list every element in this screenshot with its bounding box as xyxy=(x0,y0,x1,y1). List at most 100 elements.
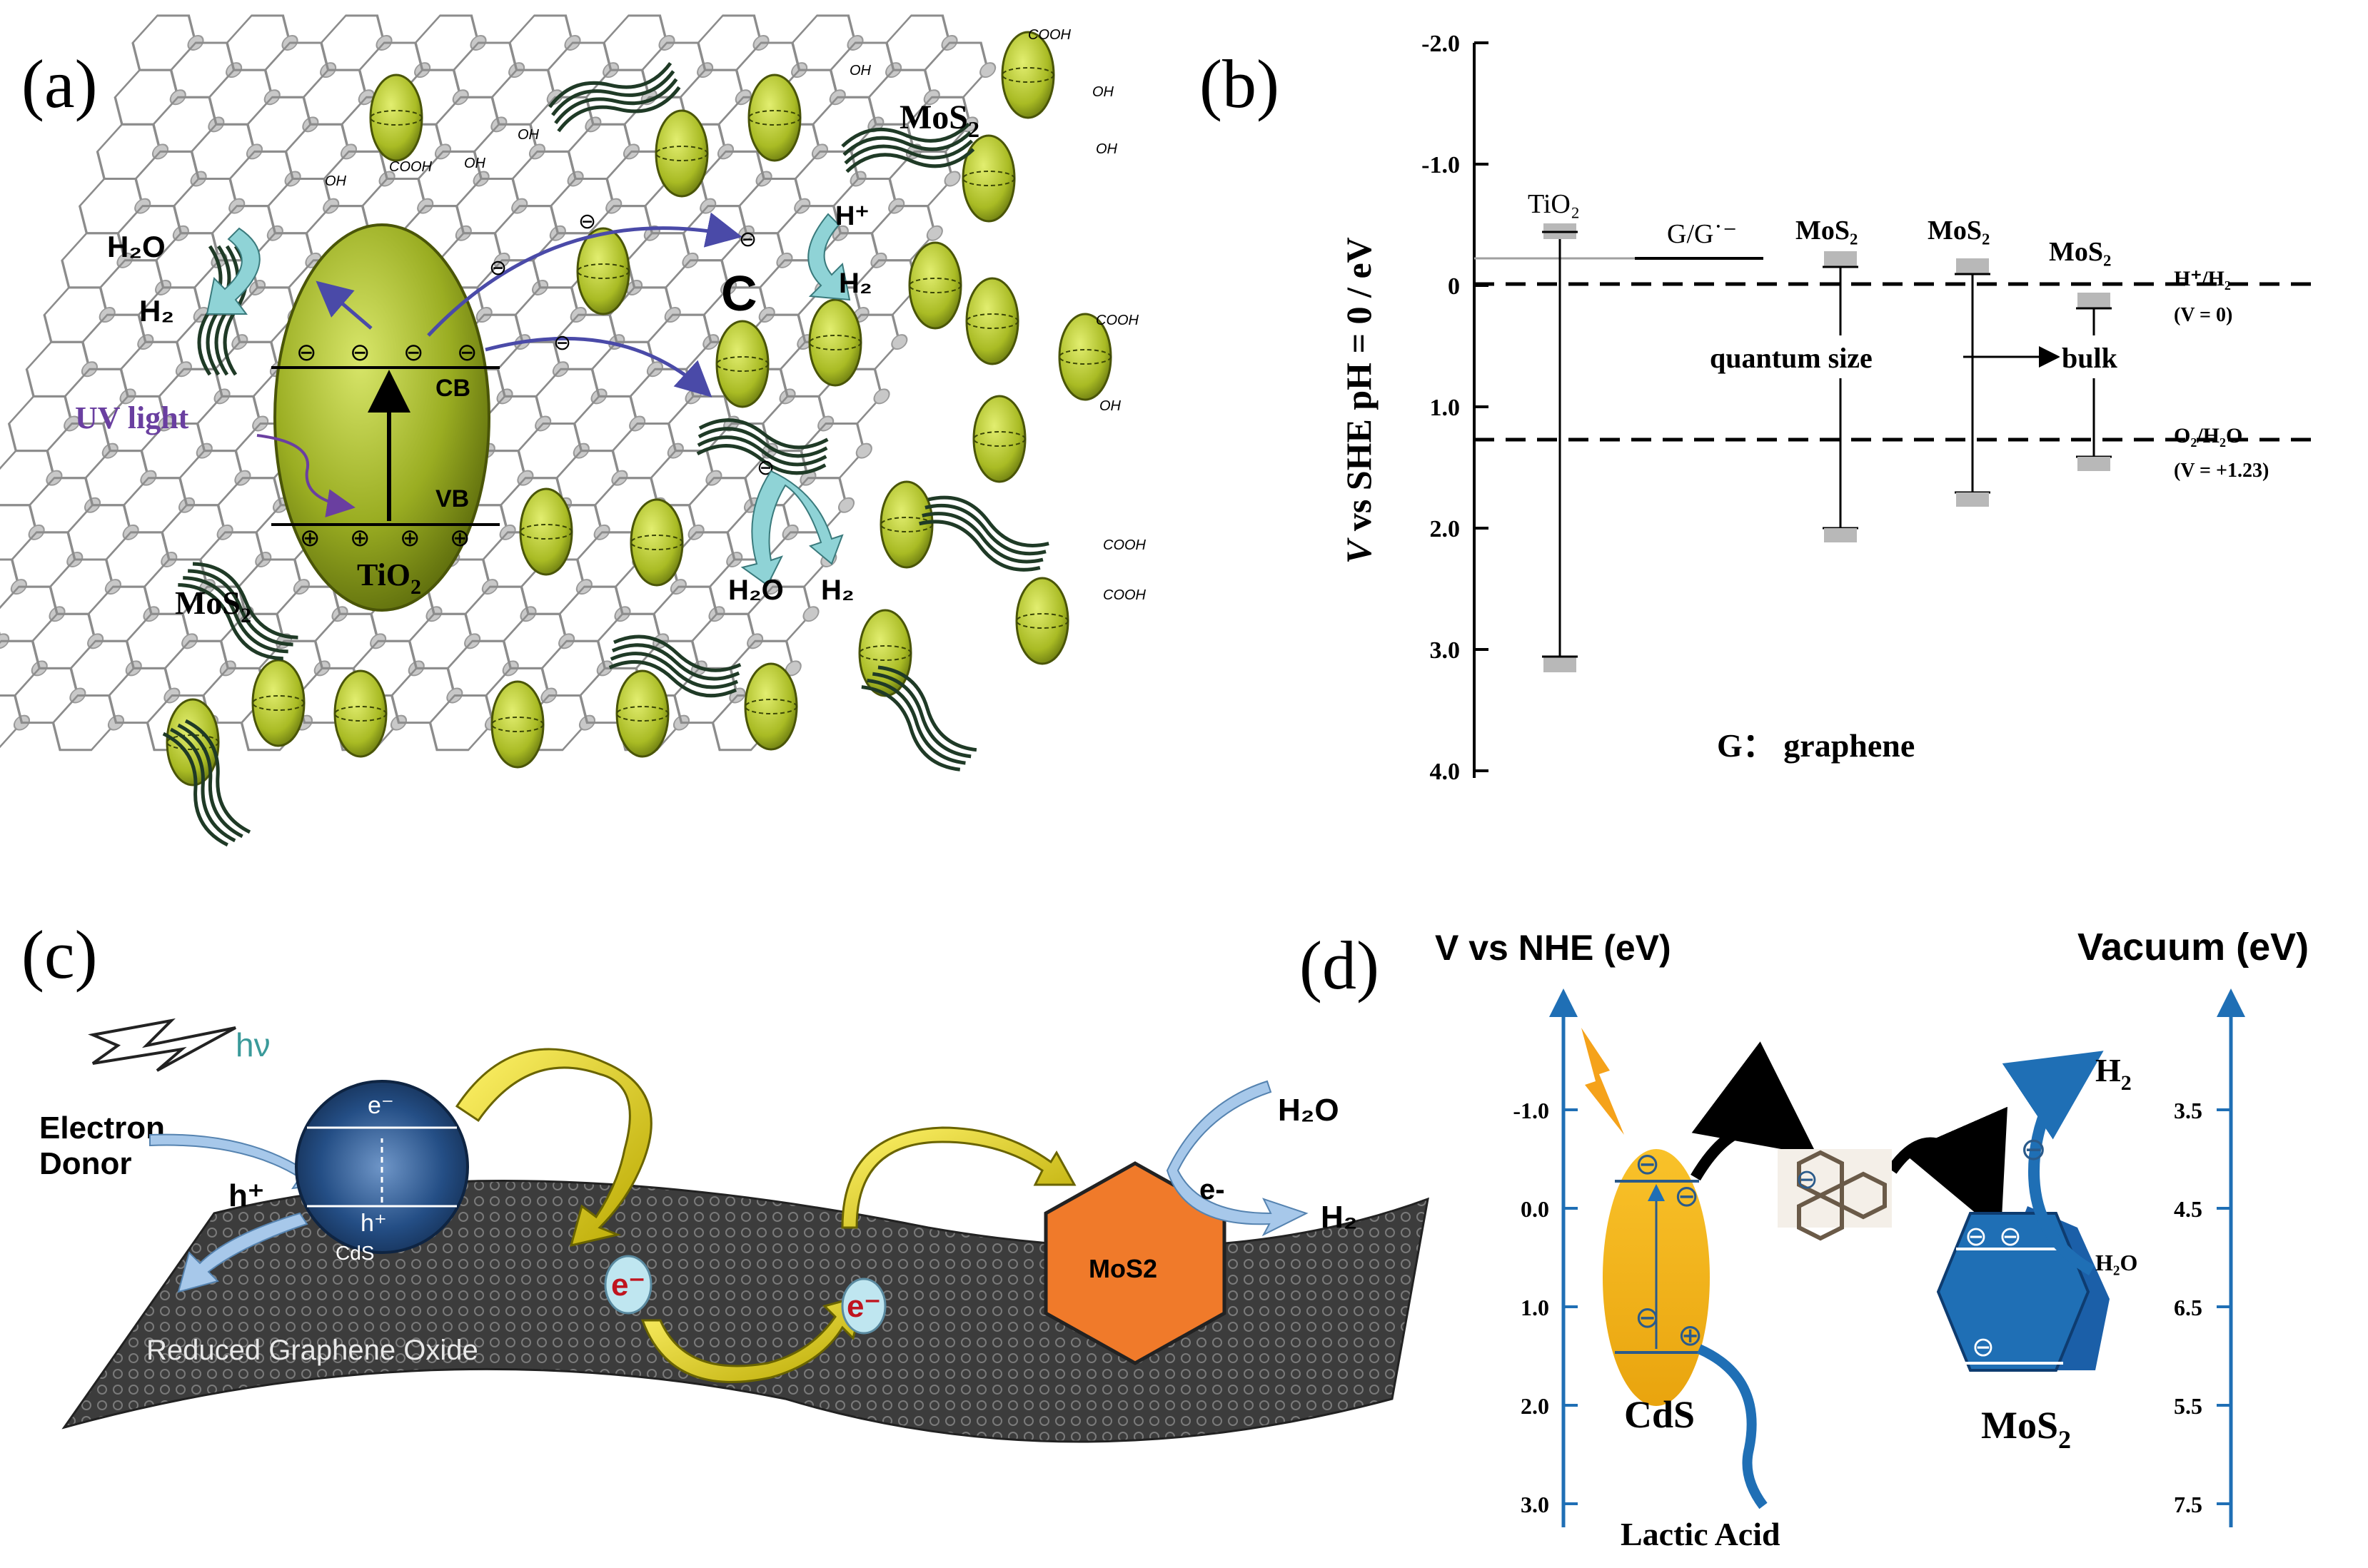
vb-holes: ⊕ ⊕ ⊕ ⊕ xyxy=(300,525,470,552)
svg-text:OH: OH xyxy=(1096,141,1118,157)
tio2-b-label: TiO₂ xyxy=(1528,189,1580,219)
panel-a: (a) CB VB TiO2 ⊖ ⊖ ⊖ ⊖ ⊕ ⊕ ⊕ ⊕ xyxy=(0,14,1147,847)
lactic-acid-label: Lactic Acid xyxy=(1621,1516,1780,1552)
mos2-top-label: MoS2 xyxy=(900,98,979,142)
h-h2-v-label: (V = 0) xyxy=(2174,304,2232,326)
vb-label: VB xyxy=(435,485,469,512)
svg-text:OH: OH xyxy=(464,156,486,171)
cds-hole: ⊕ xyxy=(1678,1318,1703,1352)
svg-text:⊕: ⊕ xyxy=(400,525,420,552)
panel-b: (b) V vs SHE pH = 0 / eV -2.0-1.001.02.0… xyxy=(1199,31,2313,785)
cds-e-label: e⁻ xyxy=(368,1092,394,1119)
tio2-small-particle xyxy=(744,662,798,751)
e2-label: e⁻ xyxy=(847,1289,881,1324)
quantum-size-label: quantum size xyxy=(1710,342,1873,374)
svg-text:⊖: ⊖ xyxy=(1972,1332,1995,1362)
h2o-h2-arrow-c xyxy=(1166,1080,1309,1237)
h2o-bottom-label: H₂O xyxy=(728,575,784,606)
svg-text:OH: OH xyxy=(325,173,347,189)
tio2-particles xyxy=(166,31,1112,786)
tio2-small-particle xyxy=(369,74,423,162)
svg-text:⊖: ⊖ xyxy=(1999,1222,2022,1252)
right-tick-label: 5.5 xyxy=(2174,1393,2202,1419)
h-plus-c-label: h⁺ xyxy=(228,1178,264,1213)
h2-right-label: H₂ xyxy=(839,268,872,299)
tio2-small-particle xyxy=(519,487,573,576)
mos2-wavy-sheet xyxy=(178,562,298,661)
left-tick-label: 1.0 xyxy=(1521,1295,1549,1320)
right-axis-ticks: 3.54.56.55.57.5 xyxy=(2174,1098,2231,1517)
tio2-small-particle xyxy=(655,109,709,198)
yellow-arrow-e2-to-mos2 xyxy=(841,1126,1077,1229)
mos2-3-label: MoS₂ xyxy=(2049,237,2111,267)
panel-c-label: (c) xyxy=(21,916,98,993)
svg-text:⊖: ⊖ xyxy=(350,339,371,366)
tio2-small-particle xyxy=(880,480,934,569)
svg-text:OH: OH xyxy=(1099,398,1122,414)
h2o-d-label: H₂O xyxy=(2095,1250,2137,1275)
cb-electrons: ⊖ ⊖ ⊖ ⊖ xyxy=(296,339,478,366)
mos2-wavy-sheet xyxy=(162,719,251,847)
functional-groups: OH OH OH COOH COOH OH COOH COOH OH OH CO… xyxy=(325,27,1147,603)
y-tick-label: 1.0 xyxy=(1430,395,1461,421)
mos2-left-label: MoS2 xyxy=(175,585,251,627)
tio2-small-particle xyxy=(490,680,545,769)
h-h2-label: H⁺/H₂ xyxy=(2174,267,2231,290)
y-tick-label: -2.0 xyxy=(1421,31,1460,57)
panel-d: (d) V vs NHE (eV) Vacuum (eV) -1.00.01.0… xyxy=(1299,926,2309,1552)
y-axis-title: V vs SHE pH = 0 / eV xyxy=(1339,237,1379,564)
y-tick-label: 0 xyxy=(1448,273,1460,300)
cds-electron-3: ⊖ xyxy=(1635,1300,1660,1334)
right-tick-label: 6.5 xyxy=(2174,1295,2202,1320)
o2-h2o-label: O₂/H₂O xyxy=(2174,424,2242,447)
lactic-acid-arrow xyxy=(1697,1344,1768,1509)
svg-text:⊖: ⊖ xyxy=(457,339,478,366)
gg-label: G/G˙⁻ xyxy=(1667,219,1737,249)
tio2-small-particle xyxy=(715,320,770,408)
svg-text:⊕: ⊕ xyxy=(450,525,470,552)
tio2-small-particle xyxy=(908,241,962,330)
svg-text:COOH: COOH xyxy=(1103,537,1147,553)
mos2-wavy-sheet xyxy=(696,418,829,475)
graphene-note: G： graphene xyxy=(1717,727,1915,764)
svg-text:OH: OH xyxy=(1092,84,1114,100)
electron-donor-line2: Donor xyxy=(39,1146,132,1181)
electron-transfer-arrow-2 xyxy=(485,336,712,398)
tio2-small-particle xyxy=(965,277,1019,365)
cb-label: CB xyxy=(435,375,470,402)
y-tick-label: 4.0 xyxy=(1430,759,1461,785)
panel-a-label: (a) xyxy=(21,46,98,122)
electron-bubble-2 xyxy=(841,1278,887,1335)
svg-text:⊕: ⊕ xyxy=(300,525,321,552)
h2o-h2-arrow-left xyxy=(206,227,261,315)
svg-text:⊖: ⊖ xyxy=(296,339,317,366)
tio2-small-particle xyxy=(615,669,670,758)
mos2-wavy-sheet xyxy=(919,495,1049,572)
electron-bubble-1 xyxy=(604,1255,653,1315)
mos2-c-label: MoS2 xyxy=(1089,1254,1157,1283)
panel-b-label: (b) xyxy=(1199,46,1279,122)
right-tick-label: 7.5 xyxy=(2174,1492,2202,1517)
c-label: C xyxy=(721,265,757,321)
right-axis-title: Vacuum (eV) xyxy=(2077,926,2309,968)
tio2-small-particle xyxy=(1058,313,1112,401)
svg-text:OH: OH xyxy=(518,127,540,143)
cds-electron-2: ⊖ xyxy=(1674,1179,1699,1213)
left-tick-label: 0.0 xyxy=(1521,1196,1549,1222)
electron-donor-line1: Electron xyxy=(39,1111,165,1145)
hv-label: hν xyxy=(236,1026,271,1063)
mos2-wavy-sheet xyxy=(841,122,975,173)
cds-c-label: CdS xyxy=(336,1242,374,1264)
tio2-label: TiO2 xyxy=(357,557,421,599)
tio2-small-particle xyxy=(166,698,220,786)
tio2-small-particle xyxy=(1001,31,1055,119)
tio2-small-particle xyxy=(972,395,1027,483)
cds-electron-1: ⊖ xyxy=(1635,1147,1660,1180)
right-tick-label: 3.5 xyxy=(2174,1098,2202,1123)
h2o-h2-arrow-bottom xyxy=(740,470,844,587)
y-tick-label: 3.0 xyxy=(1430,637,1461,664)
hole-out-arrow xyxy=(177,1212,308,1293)
mos2-1-label: MoS₂ xyxy=(1795,216,1858,246)
tio2-small-particle xyxy=(1015,577,1069,665)
h-plus-label: H⁺ xyxy=(835,201,870,231)
